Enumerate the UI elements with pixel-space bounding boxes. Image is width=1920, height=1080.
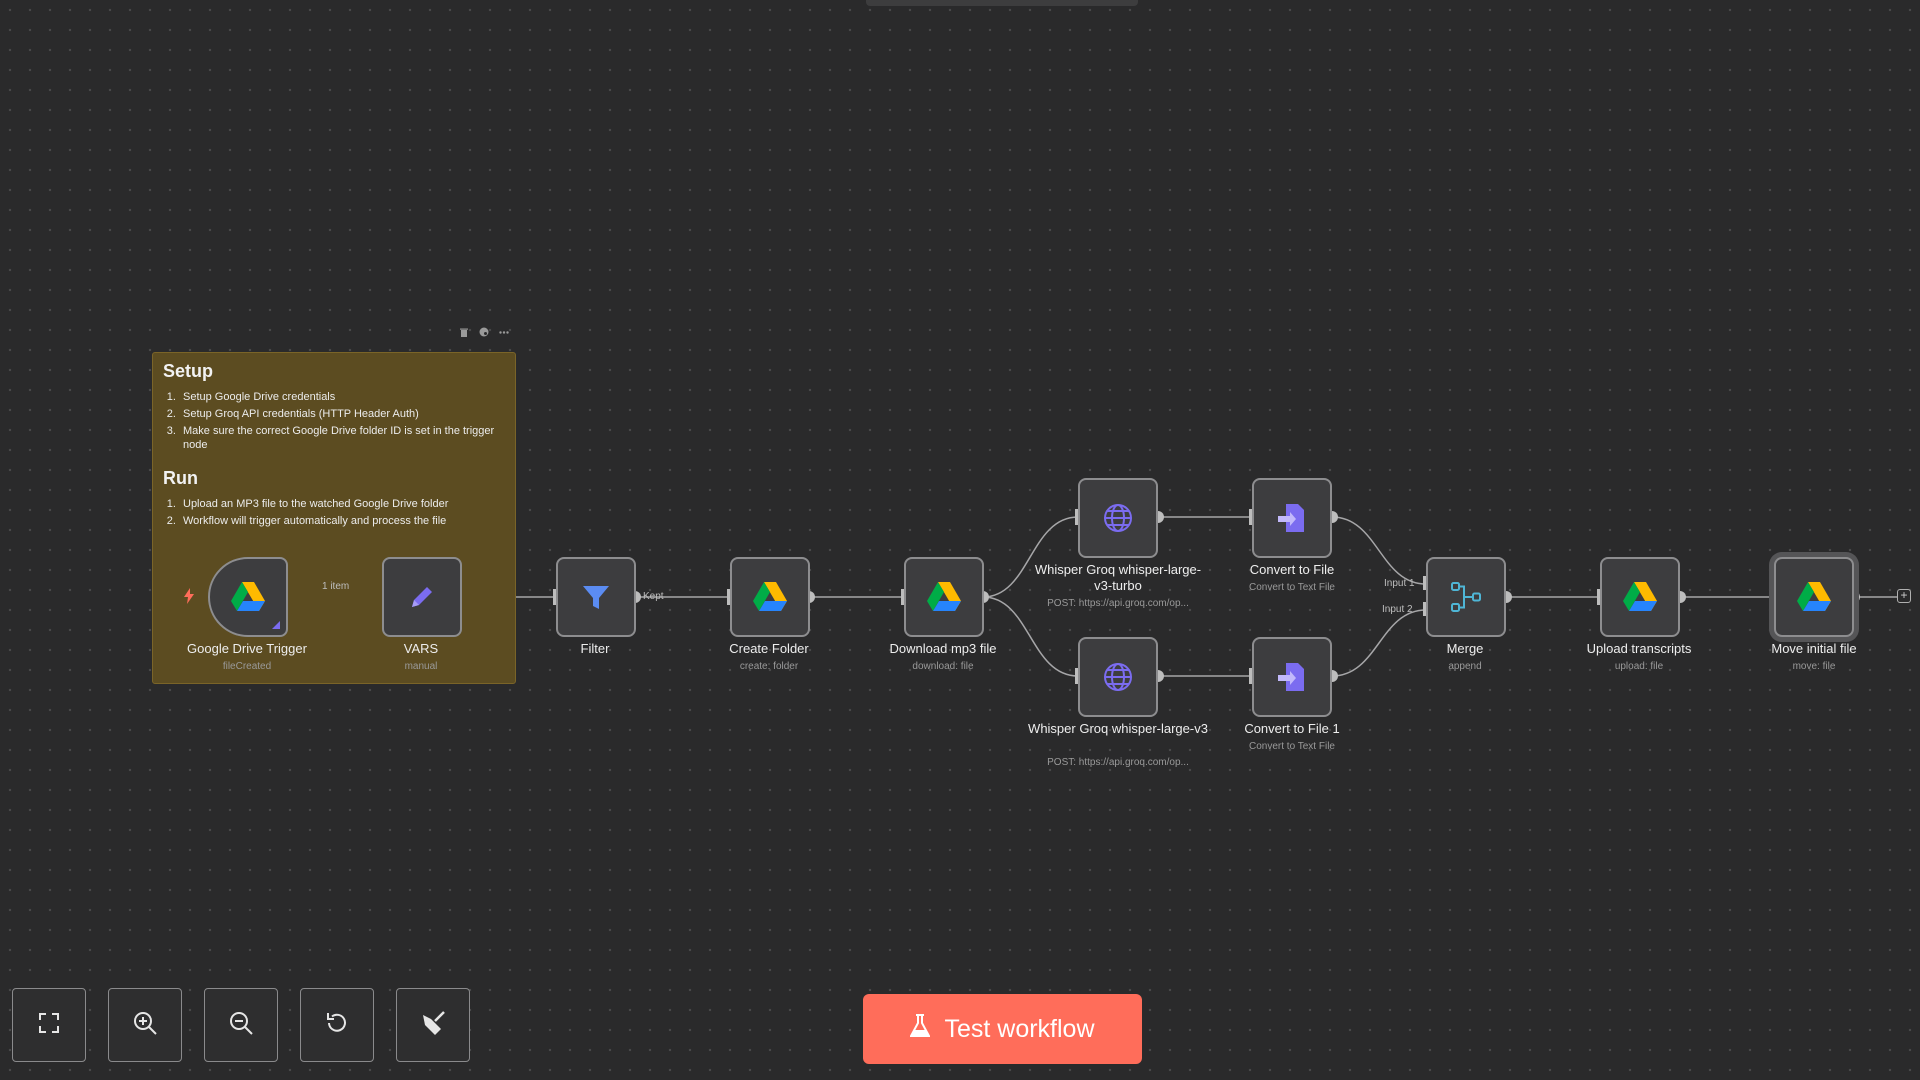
node-subtitle: create: folder	[739, 661, 799, 672]
flask-icon	[909, 1013, 932, 1045]
test-workflow-label: Test workflow	[944, 1014, 1095, 1043]
merge-icon	[1447, 578, 1485, 616]
edge-label-input1: Input 1	[1384, 578, 1415, 589]
zoom-out-button[interactable]	[204, 988, 278, 1062]
node-upload-transcripts[interactable]	[1600, 557, 1680, 637]
node-convert-to-file-1[interactable]	[1252, 637, 1332, 717]
reset-zoom-button[interactable]	[300, 988, 374, 1062]
node-subtitle: Convert to Text File	[1249, 582, 1335, 593]
palette-icon[interactable]	[478, 326, 490, 338]
globe-icon	[1099, 658, 1137, 696]
fit-view-icon	[38, 1012, 60, 1039]
google-drive-icon	[1621, 578, 1659, 616]
node-subtitle: fileCreated	[222, 661, 272, 672]
node-subtitle: POST: https://api.groq.com/op...	[1047, 757, 1189, 768]
node-subtitle: upload: file	[1614, 661, 1664, 672]
node-subtitle: download: file	[912, 661, 974, 672]
input-handle	[553, 589, 558, 605]
google-drive-icon	[925, 578, 963, 616]
node-label: Google Drive Trigger	[187, 641, 307, 656]
node-google-drive-trigger[interactable]	[208, 557, 288, 637]
edge-convert-merge	[1331, 516, 1427, 585]
node-vars[interactable]	[382, 557, 462, 637]
input-handle	[1249, 668, 1254, 684]
node-label: Whisper Groq whisper-large-v3-turbo	[1034, 562, 1202, 593]
node-subtitle: move: file	[1792, 661, 1836, 672]
node-label: VARS	[403, 641, 439, 656]
trigger-bolt-icon	[184, 588, 194, 609]
reset-icon	[324, 1010, 350, 1041]
more-icon[interactable]	[498, 326, 510, 338]
node-filter[interactable]	[556, 557, 636, 637]
google-drive-icon	[229, 578, 267, 616]
node-label: Create Folder	[729, 641, 809, 656]
node-subtitle: manual	[404, 661, 438, 672]
node-label: Convert to File 1	[1244, 721, 1340, 736]
edge-label-kept: Kept	[643, 591, 664, 602]
input-handle	[1249, 509, 1254, 525]
zoom-out-icon	[228, 1010, 254, 1041]
run-step: Upload an MP3 file to the watched Google…	[179, 497, 505, 511]
zoom-in-button[interactable]	[108, 988, 182, 1062]
file-convert-icon	[1273, 658, 1311, 696]
node-label: Download mp3 file	[889, 641, 997, 656]
node-whisper-turbo[interactable]	[1078, 478, 1158, 558]
test-workflow-button[interactable]: Test workflow	[863, 994, 1142, 1064]
node-merge[interactable]	[1426, 557, 1506, 637]
fit-view-button[interactable]	[12, 988, 86, 1062]
node-label: Whisper Groq whisper-large-v3	[1028, 721, 1208, 736]
google-drive-icon	[751, 578, 789, 616]
globe-icon	[1099, 499, 1137, 537]
run-heading: Run	[163, 468, 198, 488]
sticky-note[interactable]: Setup Setup Google Drive credentials Set…	[152, 352, 516, 684]
add-node-plus-icon[interactable]: +	[1897, 589, 1911, 603]
edge-label-input2: Input 2	[1382, 604, 1413, 615]
node-label: Merge	[1446, 641, 1484, 656]
setup-heading: Setup	[163, 361, 214, 381]
input-handle	[901, 589, 906, 605]
node-label: Move initial file	[1771, 641, 1857, 656]
node-move-initial-file[interactable]	[1774, 557, 1854, 637]
run-steps: Upload an MP3 file to the watched Google…	[163, 497, 505, 528]
input-handle	[1075, 509, 1080, 525]
node-create-folder[interactable]	[730, 557, 810, 637]
setup-step: Setup Groq API credentials (HTTP Header …	[179, 407, 505, 421]
input-handle	[1597, 589, 1602, 605]
trash-icon[interactable]	[458, 326, 470, 338]
edge-convert1-merge	[1331, 609, 1427, 677]
filter-icon	[577, 578, 615, 616]
input-handle	[1075, 668, 1080, 684]
run-step: Workflow will trigger automatically and …	[179, 514, 505, 528]
file-convert-icon	[1273, 499, 1311, 537]
sticky-toolbar	[458, 326, 510, 338]
top-panel-handle[interactable]	[866, 0, 1138, 6]
setup-step: Setup Google Drive credentials	[179, 390, 505, 404]
node-label: Upload transcripts	[1586, 641, 1692, 656]
input-handle	[1423, 576, 1428, 590]
edge-label-items: 1 item	[322, 581, 350, 592]
setup-step: Make sure the correct Google Drive folde…	[179, 424, 505, 452]
input-handle	[1771, 589, 1776, 605]
tidy-up-button[interactable]	[396, 988, 470, 1062]
input-handle	[727, 589, 732, 605]
input-handle	[1423, 602, 1428, 616]
node-subtitle: Convert to Text File	[1249, 741, 1335, 752]
google-drive-icon	[1795, 578, 1833, 616]
node-subtitle: append	[1448, 661, 1482, 672]
edge-download-v3	[982, 596, 1079, 677]
setup-steps: Setup Google Drive credentials Setup Gro…	[163, 390, 505, 452]
node-whisper-v3[interactable]	[1078, 637, 1158, 717]
node-download-mp3[interactable]	[904, 557, 984, 637]
broom-icon	[419, 1009, 447, 1042]
zoom-in-icon	[132, 1010, 158, 1041]
node-convert-to-file[interactable]	[1252, 478, 1332, 558]
pencil-icon	[403, 578, 441, 616]
node-subtitle: POST: https://api.groq.com/op...	[1047, 598, 1189, 609]
trigger-badge-icon	[272, 621, 280, 629]
edge-download-turbo	[982, 516, 1079, 598]
node-label: Filter	[580, 641, 610, 656]
node-label: Convert to File	[1249, 562, 1335, 577]
